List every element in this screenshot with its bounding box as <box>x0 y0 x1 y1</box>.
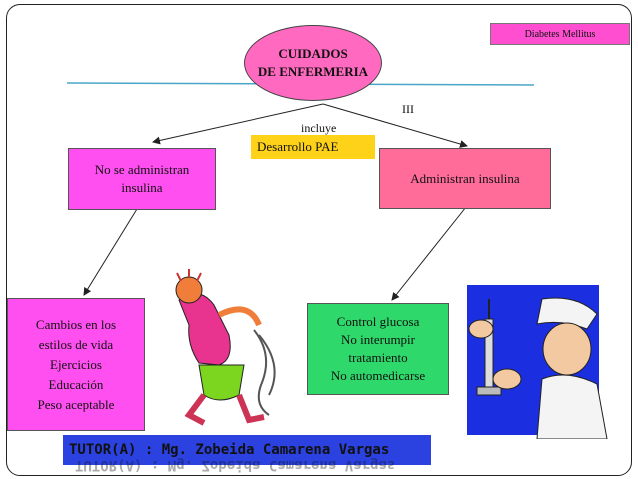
roman-numeral: III <box>402 102 414 116</box>
topic-tag: Diabetes Mellitus <box>490 23 630 45</box>
edge-label: incluye <box>301 121 337 135</box>
pae-box: Desarrollo PAE <box>251 135 375 159</box>
footer-banner: TUTOR(A) : Mg. Zobeida Camarena Vargas T… <box>63 435 431 473</box>
clipart-stressed-person-icon <box>159 245 291 435</box>
right-child-node: Control glucosa No interumpir tratamient… <box>307 303 449 395</box>
arrow-to-left-child <box>83 208 138 296</box>
footer-reflection: TUTOR(A) : Mg. Zobeida Camarena Vargas <box>75 457 396 473</box>
arrow-to-right-node <box>322 103 468 148</box>
arrow-to-right-child <box>391 206 467 301</box>
root-node: CUIDADOS DE ENFERMERIA <box>244 25 382 101</box>
slide: Diabetes Mellitus CUIDADOS DE ENFERMERIA… <box>6 4 632 476</box>
arrow-to-left-node <box>152 103 324 145</box>
footer-text: TUTOR(A) : Mg. Zobeida Camarena Vargas <box>69 442 390 458</box>
left-child-node: Cambios en los estilos de vida Ejercicio… <box>7 298 145 431</box>
clipart-nurse-syringe-icon <box>467 285 608 439</box>
right-node: Administran insulina <box>379 148 551 209</box>
left-node: No se administran insulina <box>68 148 216 210</box>
